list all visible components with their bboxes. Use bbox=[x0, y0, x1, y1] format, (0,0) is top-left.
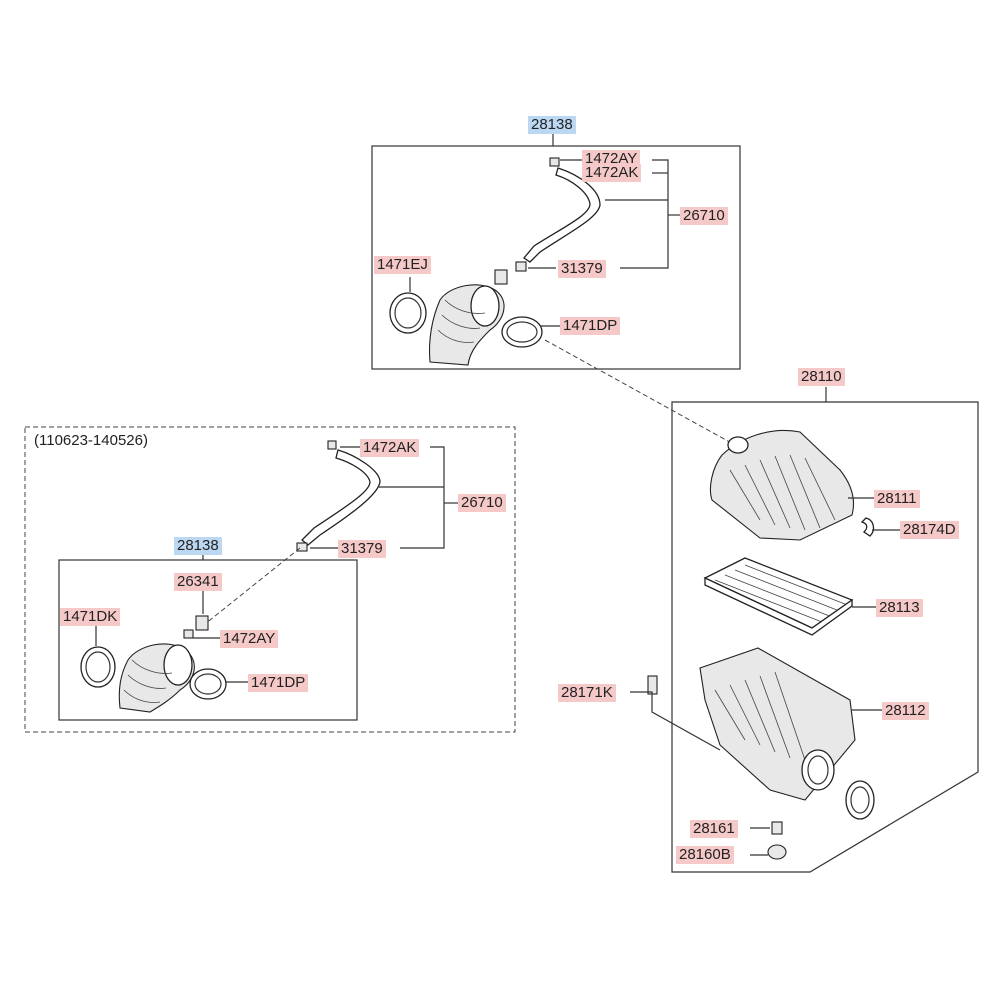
mount-28160b bbox=[767, 844, 787, 860]
left-label-1472ay[interactable]: 1472AY bbox=[220, 630, 279, 648]
top-group-label[interactable]: 28138 bbox=[528, 116, 576, 134]
top-label-1472ak[interactable]: 1472AK bbox=[582, 164, 642, 182]
left-inner-frame bbox=[58, 559, 358, 721]
left-label-26710[interactable]: 26710 bbox=[458, 494, 506, 512]
top-clip-31379 bbox=[515, 261, 527, 272]
top-label-26710[interactable]: 26710 bbox=[680, 207, 728, 225]
left-inner-group-label[interactable]: 28138 bbox=[174, 537, 222, 555]
top-nipple bbox=[494, 269, 508, 285]
top-label-1472ay[interactable]: 1472AY bbox=[582, 150, 641, 168]
right-label-28171k[interactable]: 28171K bbox=[558, 684, 616, 702]
left-date-range: (110623-140526) bbox=[34, 432, 148, 449]
left-group-frame bbox=[24, 426, 516, 733]
left-label-1471dk[interactable]: 1471DK bbox=[60, 608, 121, 626]
left-nipple-26341 bbox=[195, 615, 209, 631]
right-label-28111[interactable]: 28111 bbox=[874, 490, 920, 508]
top-label-1471dp[interactable]: 1471DP bbox=[560, 317, 621, 335]
top-breather-hose bbox=[523, 167, 601, 263]
left-label-26341[interactable]: 26341 bbox=[174, 573, 222, 591]
left-label-1471dp[interactable]: 1471DP bbox=[248, 674, 309, 692]
left-label-31379[interactable]: 31379 bbox=[338, 540, 386, 558]
right-label-28160b[interactable]: 28160B bbox=[676, 846, 734, 864]
top-label-31379[interactable]: 31379 bbox=[558, 260, 606, 278]
air-cleaner-cover bbox=[709, 429, 855, 541]
mount-28161 bbox=[771, 821, 783, 835]
top-group-frame bbox=[371, 145, 741, 370]
right-label-28112[interactable]: 28112 bbox=[882, 702, 929, 720]
bolt-28171k bbox=[647, 675, 658, 695]
top-hose-clip bbox=[549, 157, 560, 167]
left-label-1472ak[interactable]: 1472AK bbox=[360, 439, 420, 457]
right-label-28174d[interactable]: 28174D bbox=[900, 521, 959, 539]
top-label-1471ej[interactable]: 1471EJ bbox=[374, 256, 431, 274]
clip-28174d bbox=[860, 517, 875, 537]
right-group-label[interactable]: 28110 bbox=[798, 368, 845, 386]
right-label-28113[interactable]: 28113 bbox=[876, 599, 923, 617]
air-cleaner-outlet bbox=[801, 749, 835, 791]
right-group-frame bbox=[671, 401, 979, 873]
left-breather-hose bbox=[301, 449, 381, 546]
right-label-28161[interactable]: 28161 bbox=[690, 820, 738, 838]
outlet-ring bbox=[845, 780, 875, 820]
